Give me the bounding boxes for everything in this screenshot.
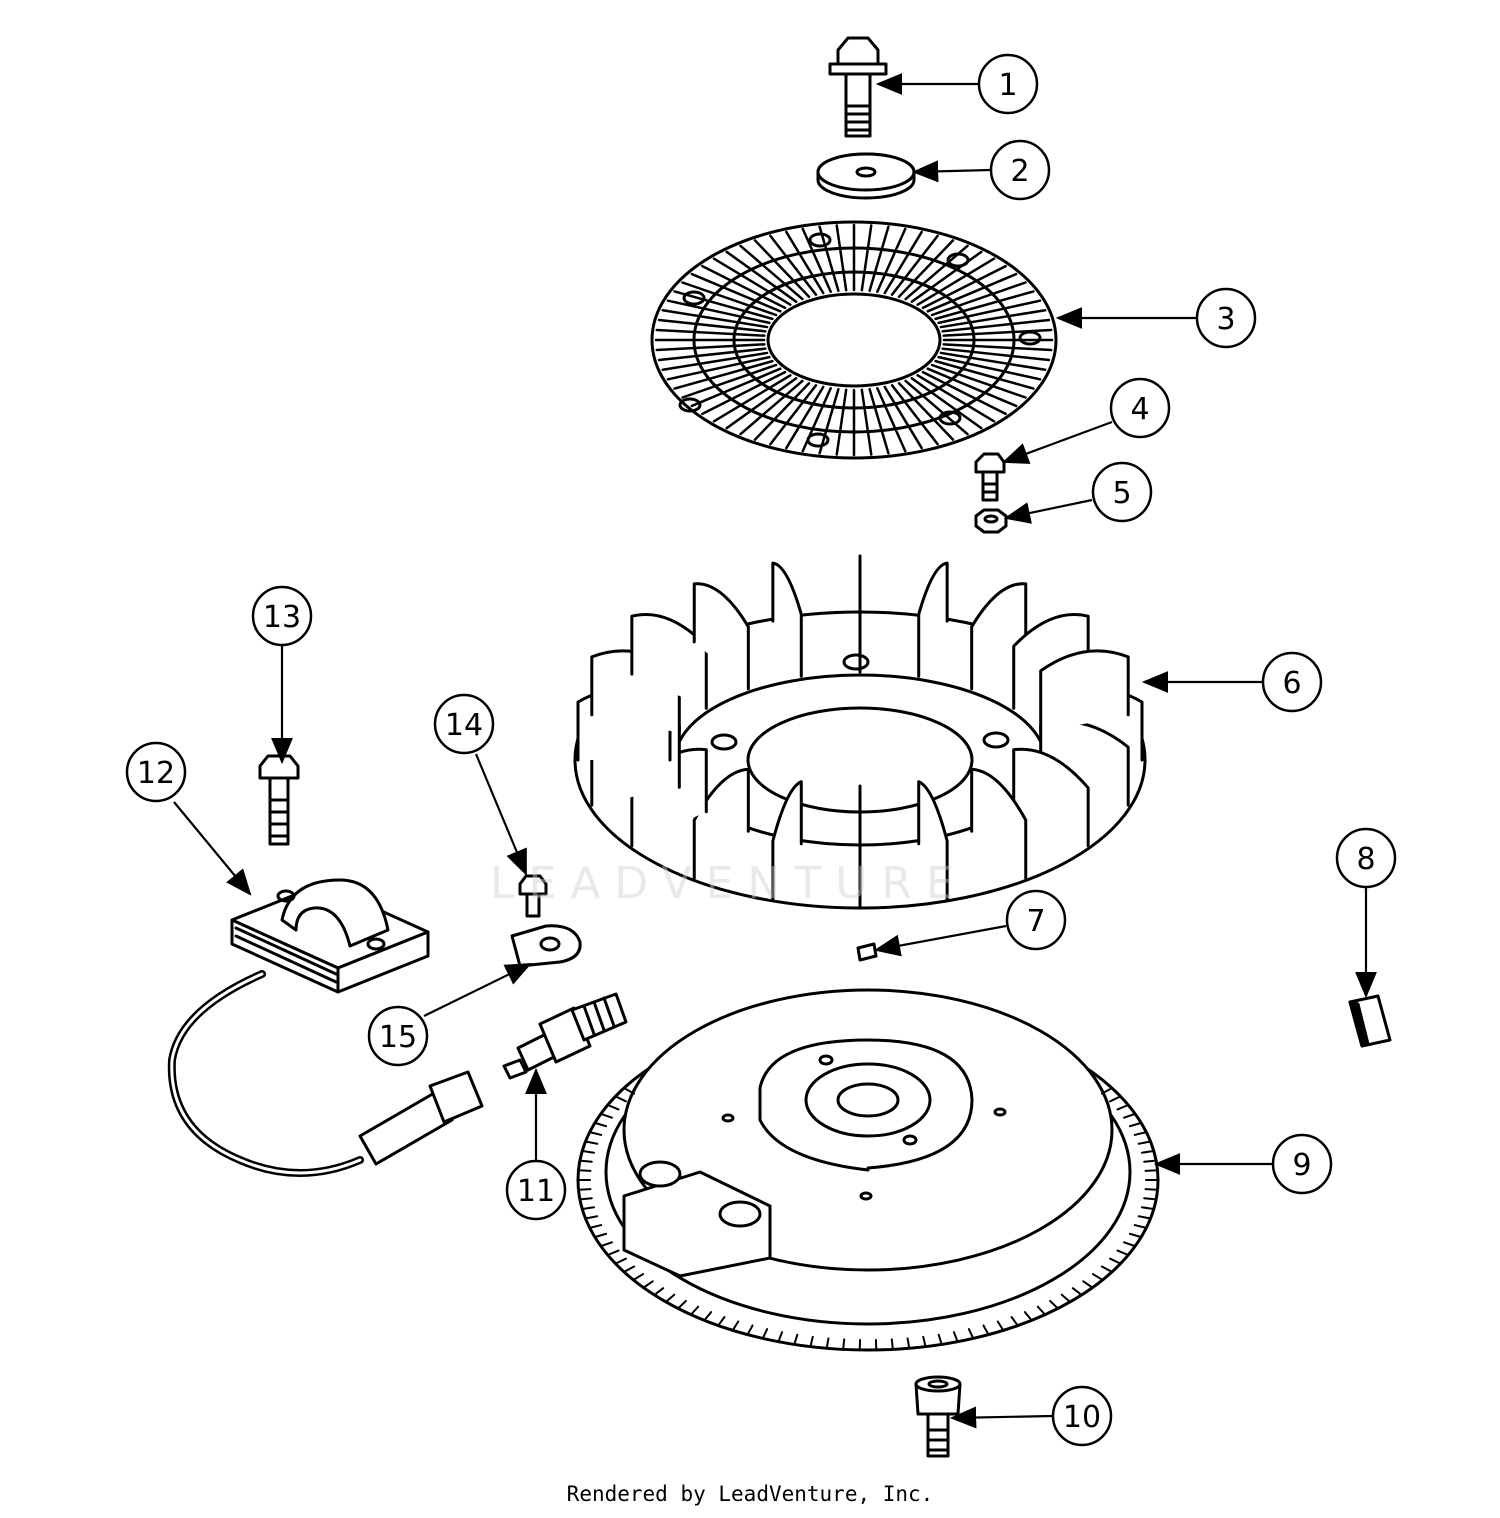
part-ignition-module bbox=[167, 878, 484, 1177]
callout-1: 1 bbox=[977, 53, 1039, 115]
callout-10: 10 bbox=[1051, 1385, 1113, 1447]
svg-text:5: 5 bbox=[1112, 476, 1131, 511]
leader-14 bbox=[474, 753, 528, 877]
part-socket-bolt bbox=[914, 1375, 962, 1458]
leader-10 bbox=[949, 1406, 1053, 1429]
leader-2 bbox=[911, 160, 991, 183]
part-block bbox=[1348, 994, 1392, 1048]
part-screw bbox=[258, 754, 300, 846]
leader-5 bbox=[1003, 498, 1093, 524]
part-washer bbox=[816, 152, 916, 200]
callout-12: 12 bbox=[125, 741, 187, 803]
leader-4 bbox=[1001, 420, 1113, 464]
callout-13: 13 bbox=[251, 585, 313, 647]
callout-8: 8 bbox=[1335, 827, 1397, 889]
svg-text:6: 6 bbox=[1282, 666, 1301, 701]
callout-3: 3 bbox=[1195, 287, 1257, 349]
svg-text:10: 10 bbox=[1063, 1400, 1101, 1435]
svg-text:8: 8 bbox=[1356, 842, 1375, 877]
part-grass-screen bbox=[650, 220, 1058, 460]
part-screw-small bbox=[974, 452, 1006, 502]
part-bolt bbox=[828, 36, 888, 138]
callout-6: 6 bbox=[1261, 651, 1323, 713]
leader-12 bbox=[173, 801, 252, 896]
part-key bbox=[856, 942, 878, 962]
svg-text:11: 11 bbox=[517, 1174, 555, 1209]
callout-2: 2 bbox=[989, 139, 1051, 201]
svg-text:13: 13 bbox=[263, 600, 301, 635]
leader-15 bbox=[423, 963, 532, 1017]
part-flywheel bbox=[576, 988, 1160, 1352]
svg-text:14: 14 bbox=[445, 708, 483, 743]
leader-7 bbox=[873, 924, 1007, 957]
part-screw-14 bbox=[518, 874, 548, 918]
svg-text:3: 3 bbox=[1216, 302, 1235, 337]
callout-9: 9 bbox=[1271, 1133, 1333, 1195]
part-spark-plug bbox=[502, 992, 628, 1080]
footer-credit: Rendered by LeadVenture, Inc. bbox=[566, 1482, 934, 1506]
callout-11: 11 bbox=[505, 1159, 567, 1221]
part-nut bbox=[974, 508, 1008, 534]
watermark: LEADVENTURE bbox=[490, 858, 968, 909]
svg-text:9: 9 bbox=[1292, 1148, 1311, 1183]
part-clip bbox=[510, 924, 582, 968]
part-fan bbox=[573, 554, 1147, 910]
callout-7: 7 bbox=[1005, 889, 1067, 951]
svg-text:15: 15 bbox=[379, 1020, 417, 1055]
svg-text:7: 7 bbox=[1026, 904, 1045, 939]
callout-4: 4 bbox=[1109, 377, 1171, 439]
callout-14: 14 bbox=[433, 693, 495, 755]
svg-text:2: 2 bbox=[1010, 154, 1029, 189]
svg-text:4: 4 bbox=[1130, 392, 1149, 427]
callout-5: 5 bbox=[1091, 461, 1153, 523]
callout-15: 15 bbox=[367, 1005, 429, 1067]
svg-text:12: 12 bbox=[137, 756, 175, 791]
svg-text:1: 1 bbox=[998, 68, 1017, 103]
